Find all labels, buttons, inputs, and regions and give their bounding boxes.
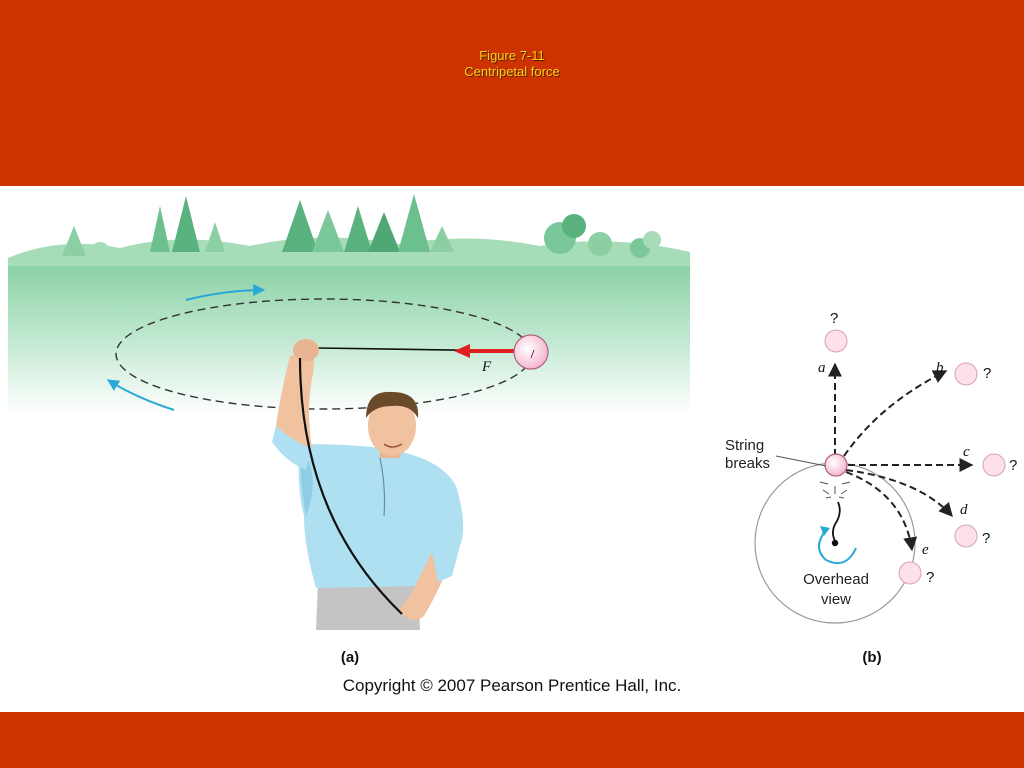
path-label-b: b xyxy=(936,360,944,376)
path-e xyxy=(845,471,918,552)
rope xyxy=(298,357,403,615)
ball-e xyxy=(898,561,922,585)
string-breaks-label-1: String xyxy=(725,437,764,454)
panel-b-diagram: a b c d e ? ? ? ? ? String breaks Overhe… xyxy=(725,310,1017,666)
path-label-c: c xyxy=(963,444,970,460)
rotation-arrow xyxy=(818,529,857,564)
center-pivot xyxy=(831,539,839,547)
force-label: F xyxy=(481,359,492,375)
motion-arrow-top xyxy=(185,284,266,301)
ball-at-break xyxy=(824,453,848,477)
force-arrowhead xyxy=(454,344,470,358)
copyright-notice: Copyright © 2007 Pearson Prentice Hall, … xyxy=(342,676,682,695)
broken-string xyxy=(832,501,841,542)
panel-a-scene: F (a) xyxy=(8,194,690,666)
motion-arrow-bottom xyxy=(106,379,175,411)
string-breaks-leader xyxy=(775,455,827,467)
overhead-label-1: Overhead xyxy=(803,571,869,588)
question-e: ? xyxy=(926,569,934,586)
path-label-a: a xyxy=(818,360,826,376)
panel-a-label: (a) xyxy=(341,649,359,666)
path-label-e: e xyxy=(922,542,929,558)
ball-c xyxy=(982,453,1006,477)
title-band xyxy=(0,0,1024,186)
ball-string-attach xyxy=(530,349,535,359)
footer-band xyxy=(0,712,1024,768)
rotation-arrowhead xyxy=(820,526,830,536)
string-breaks-label-2: breaks xyxy=(725,455,770,472)
question-d: ? xyxy=(982,530,990,547)
path-b xyxy=(843,370,948,457)
question-a: ? xyxy=(830,310,838,327)
ball-a xyxy=(824,329,848,353)
ball-d xyxy=(954,524,978,548)
tree-line xyxy=(62,194,661,262)
grass-field xyxy=(8,258,690,414)
panel-b-label: (b) xyxy=(862,649,881,666)
question-c: ? xyxy=(1009,457,1017,474)
ball xyxy=(513,334,549,370)
path-d xyxy=(845,469,953,518)
break-marks xyxy=(819,481,851,499)
person xyxy=(272,339,464,630)
centripetal-force-figure: F (a) xyxy=(8,194,1017,666)
question-b: ? xyxy=(983,365,991,382)
ball-b xyxy=(954,362,978,386)
figure-number: Figure 7-11 xyxy=(479,48,545,63)
overhead-label-2: view xyxy=(821,591,851,608)
figure-title: Centripetal force xyxy=(464,64,560,79)
path-label-d: d xyxy=(960,502,968,518)
